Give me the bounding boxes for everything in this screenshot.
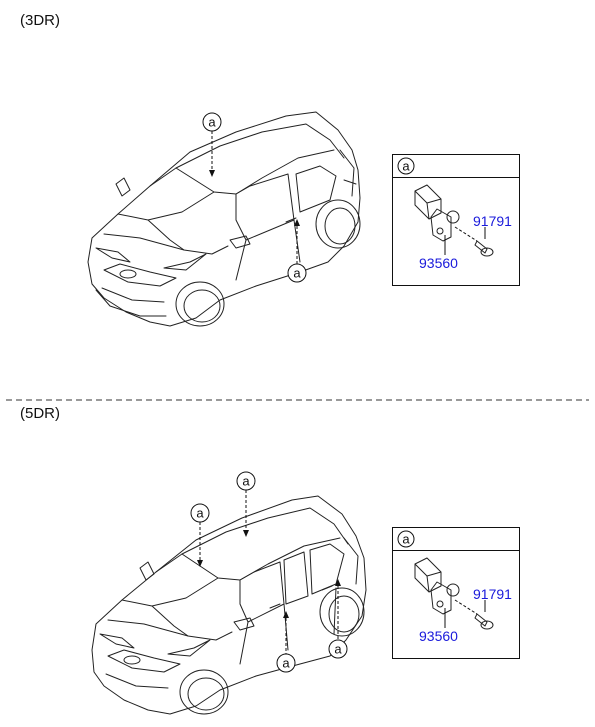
- detail-callout-a-5dr: a: [402, 532, 410, 547]
- callout-a-roof-front-5dr[interactable]: a: [196, 506, 204, 521]
- callout-a-front-door-5dr[interactable]: a: [282, 656, 290, 671]
- part-number-91791-3dr[interactable]: 91791: [473, 213, 512, 229]
- callout-a-rear-door-5dr[interactable]: a: [334, 642, 342, 657]
- callout-a-door-3dr[interactable]: a: [293, 266, 301, 281]
- callout-a-roof-rear-5dr[interactable]: a: [242, 474, 250, 489]
- detail-box-3dr: a 91791 93560: [392, 154, 520, 286]
- part-number-91791-5dr[interactable]: 91791: [473, 586, 512, 602]
- detail-callout-a-3dr: a: [402, 159, 410, 174]
- detail-box-header: [393, 155, 519, 178]
- detail-box-header: [393, 528, 519, 551]
- section-label-3dr: (3DR): [20, 12, 60, 29]
- callout-a-roof-3dr[interactable]: a: [208, 115, 216, 130]
- door-switch-illustration-5dr: a: [397, 530, 494, 630]
- door-switch-illustration-3dr: a: [397, 157, 494, 257]
- section-label-5dr: (5DR): [20, 405, 60, 422]
- part-number-93560-5dr[interactable]: 93560: [419, 628, 458, 644]
- part-number-93560-3dr[interactable]: 93560: [419, 255, 458, 271]
- detail-box-5dr: a 91791 93560: [392, 527, 520, 659]
